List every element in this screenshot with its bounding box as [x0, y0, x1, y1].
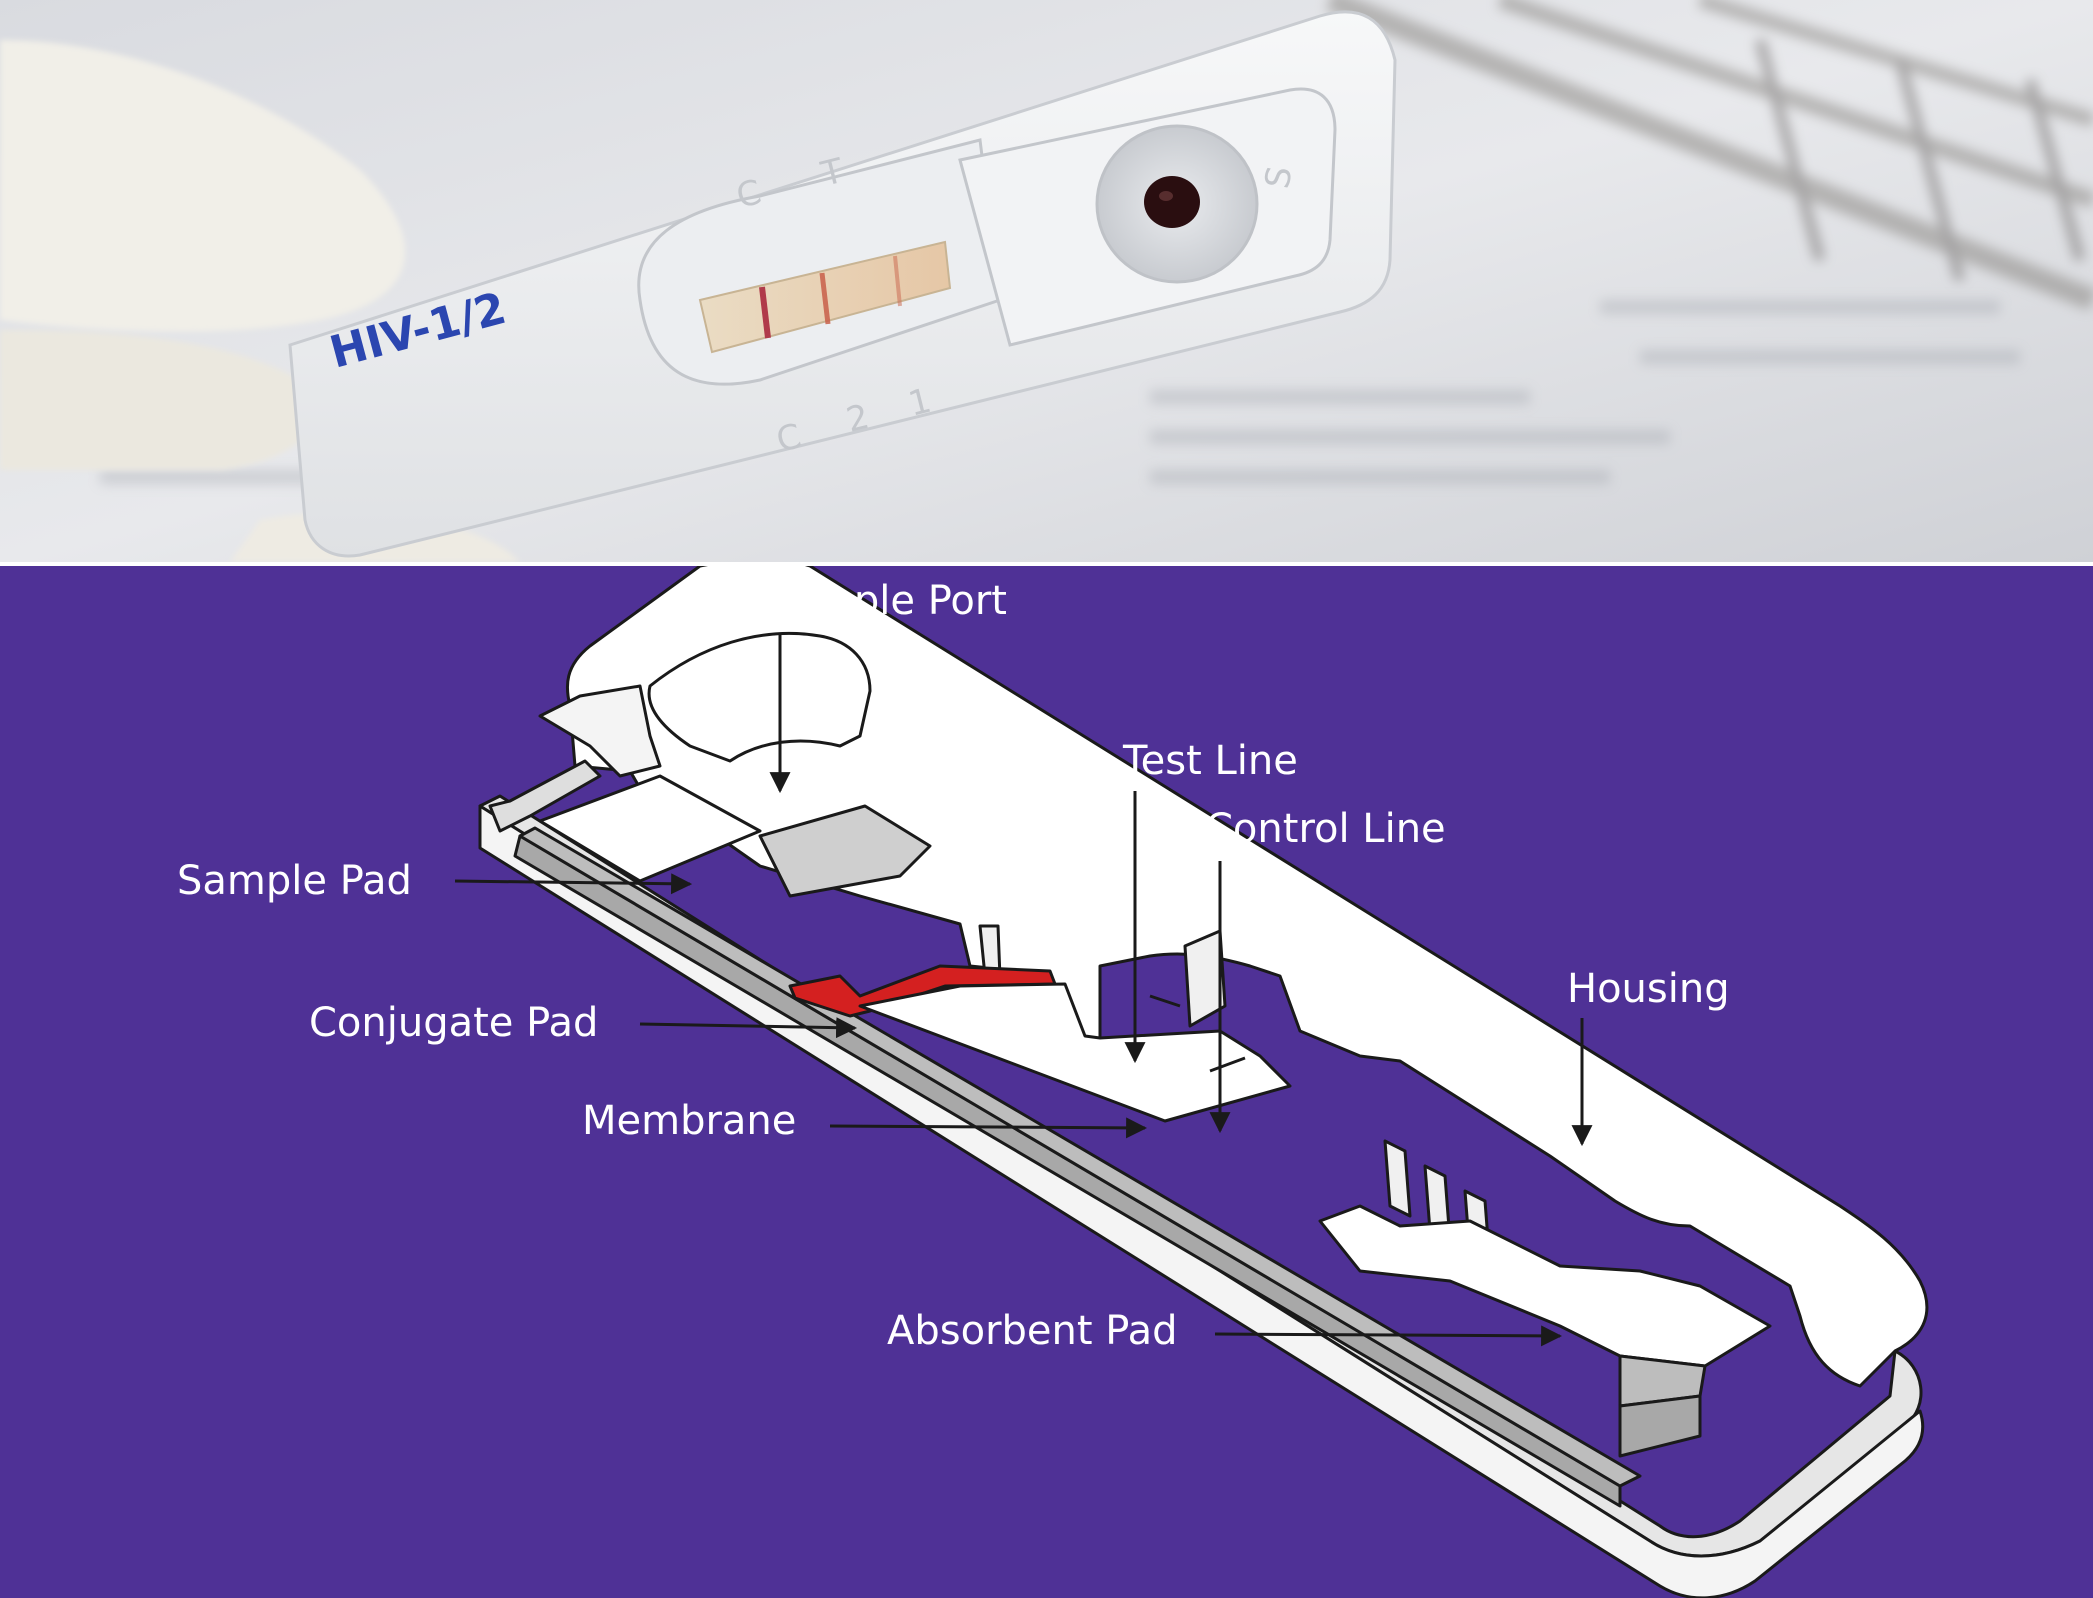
callout-labels: Sample Port Test Line Control Line Sampl… — [177, 578, 1730, 1354]
label-sample-port: Sample Port — [765, 578, 1007, 624]
label-membrane: Membrane — [582, 1098, 796, 1144]
photo-panel: C T C 2 1 S HIV-1/2 — [0, 0, 2093, 562]
background-rack — [1325, 0, 2093, 311]
diagram-panel: Sample Port Test Line Control Line Sampl… — [0, 566, 2093, 1598]
strip-assembly — [513, 774, 1772, 1508]
test-cassette-photo: C T C 2 1 S HIV-1/2 — [0, 0, 2093, 562]
housing-body — [478, 566, 1929, 1598]
test-line-band — [819, 272, 831, 325]
arrow-conjugate-pad — [639, 1017, 858, 1039]
arrow-absorbent-pad — [1214, 1325, 1563, 1347]
cassette-cutaway-diagram: Sample Port Test Line Control Line Sampl… — [0, 566, 2093, 1598]
absorbent-pad — [1318, 1204, 1772, 1368]
membrane — [858, 982, 1292, 1123]
test-line-mark — [1149, 994, 1181, 1008]
label-test-line: Test Line — [1122, 738, 1298, 784]
gloved-hand — [0, 40, 520, 562]
blood-drop — [1144, 176, 1200, 228]
callout-arrows — [454, 634, 1593, 1347]
control-line-band — [759, 286, 771, 339]
label-sample-pad: Sample Pad — [177, 858, 412, 904]
cassette: C T C 2 1 S HIV-1/2 — [288, 10, 1397, 558]
arrow-sample-pad — [454, 873, 693, 895]
label-control-line: Control Line — [1205, 806, 1446, 852]
control-line-mark — [1209, 1056, 1246, 1073]
label-conjugate-pad: Conjugate Pad — [309, 1000, 598, 1046]
label-housing: Housing — [1567, 966, 1730, 1012]
arrow-membrane — [829, 1117, 1148, 1139]
sample-pad — [538, 774, 762, 883]
label-absorbent-pad: Absorbent Pad — [887, 1308, 1178, 1354]
